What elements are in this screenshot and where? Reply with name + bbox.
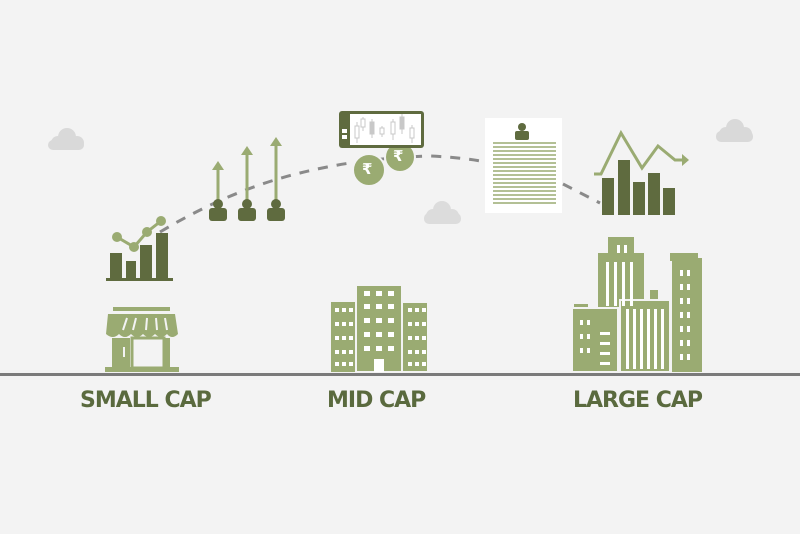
large-cap-label: LARGE CAP <box>573 388 703 413</box>
skyscrapers-icon <box>571 237 702 373</box>
growth-curve <box>159 154 521 234</box>
bar-chart-trend-icon <box>106 216 173 281</box>
cloud-icon <box>716 119 753 142</box>
small-cap-label: SMALL CAP <box>80 388 212 413</box>
volatile-bar-chart-icon <box>594 129 689 215</box>
rupee-coin-symbol: ₹ <box>393 147 404 165</box>
cloud-icon <box>424 201 461 224</box>
mid-cap-label: MID CAP <box>327 388 426 413</box>
storefront-icon <box>105 307 179 372</box>
growth-curve-tail <box>562 182 601 205</box>
ground-baseline <box>0 373 800 376</box>
people-growth-arrows-icon <box>209 137 285 221</box>
document-profile-icon <box>485 118 562 213</box>
candlestick-phone-coins-icon <box>339 111 424 187</box>
rupee-coin-symbol: ₹ <box>362 160 373 178</box>
office-building-icon <box>331 284 429 373</box>
cloud-icon <box>48 128 84 150</box>
